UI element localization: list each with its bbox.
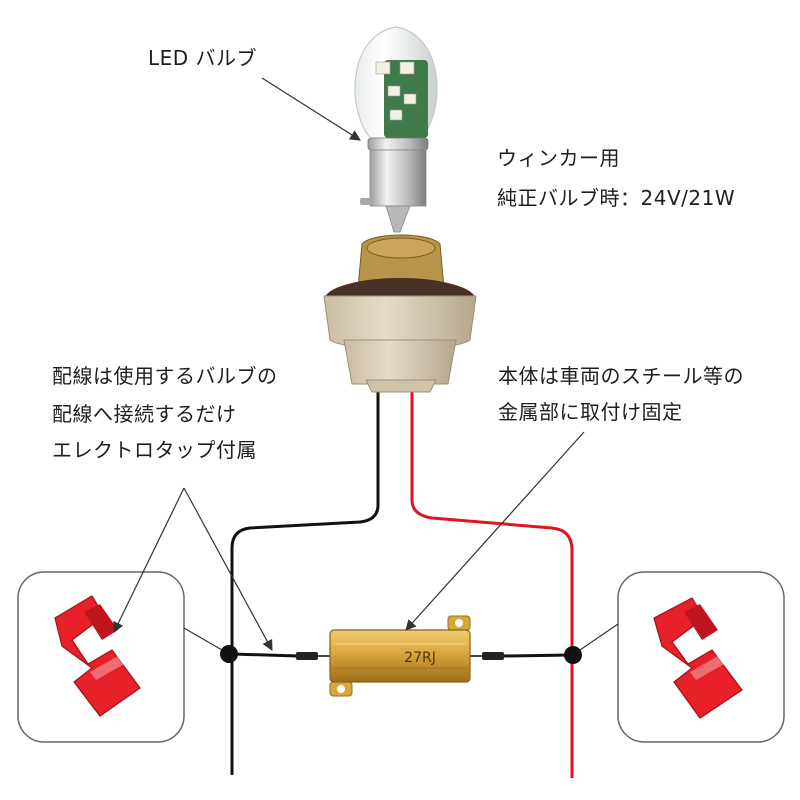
tap-connector-inset-right	[617, 571, 785, 743]
load-resistor: 27RJ	[329, 615, 471, 697]
inset-link-right	[579, 623, 619, 651]
resistor-marking: 27RJ	[404, 650, 436, 666]
resistor-leads	[231, 652, 573, 660]
electro-tap-icon	[653, 597, 743, 719]
body-mount-label-1: 本体は車両のスチール等の	[498, 364, 744, 388]
wiring-note-label-3: エレクトロタップ付属	[52, 438, 257, 462]
wiring-note-label-2: 配線へ接続するだけ	[52, 402, 237, 426]
junction-dot-left	[220, 645, 238, 663]
negative-wire	[230, 388, 380, 775]
arrow-body-mount	[405, 431, 585, 631]
arrow-tap-wire	[183, 487, 273, 651]
bulb-socket	[323, 234, 477, 393]
junction-dot-right	[564, 646, 582, 664]
electro-tap-icon	[54, 595, 141, 717]
wiring-note-label-1: 配線は使用するバルブの	[52, 364, 278, 388]
positive-wire	[410, 388, 574, 778]
inset-link-left	[183, 627, 223, 651]
led-bulb	[354, 26, 438, 233]
stock-bulb-label: 純正バルブ時：24V/21W	[497, 186, 736, 210]
arrow-tap-left	[113, 487, 185, 633]
arrow-led-bulb	[261, 77, 361, 141]
led-bulb-label: LED バルブ	[148, 46, 258, 70]
turn-signal-label: ウィンカー用	[497, 146, 620, 170]
tap-connector-inset-left	[17, 571, 185, 743]
body-mount-label-2: 金属部に取付け固定	[498, 400, 683, 424]
